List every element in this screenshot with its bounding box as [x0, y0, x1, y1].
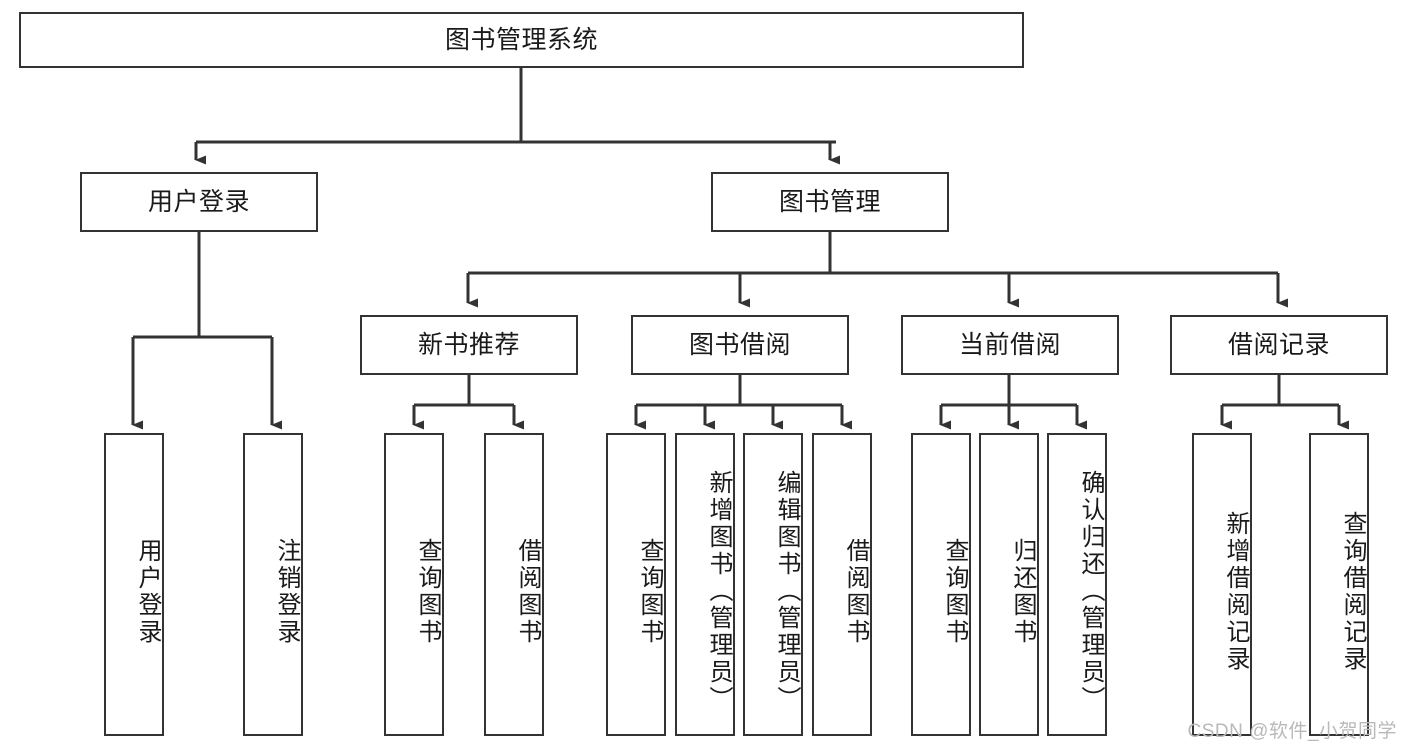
- node-leaf-edit-book[interactable]: 编辑图书（管理员）: [743, 433, 803, 736]
- node-current-borrow[interactable]: 当前借阅: [901, 315, 1119, 375]
- node-label: 图书借阅: [688, 331, 791, 359]
- node-leaf-user-login[interactable]: 用户登录: [104, 433, 164, 736]
- node-leaf-logout-login[interactable]: 注销登录: [243, 433, 303, 736]
- node-user-login[interactable]: 用户登录: [80, 172, 318, 232]
- node-label: 用户登录: [134, 537, 161, 646]
- node-leaf-add-record[interactable]: 新增借阅记录: [1192, 433, 1252, 736]
- node-leaf-borrow-books-2[interactable]: 借阅图书: [812, 433, 872, 736]
- node-label: 归还图书: [1009, 537, 1036, 646]
- node-label: 编辑图书（管理员）: [773, 470, 800, 713]
- node-leaf-return-book[interactable]: 归还图书: [979, 433, 1039, 736]
- node-label: 查询图书: [941, 537, 968, 646]
- node-label: 注销登录: [273, 537, 300, 646]
- node-label: 图书管理系统: [444, 26, 598, 54]
- node-leaf-query-books-1[interactable]: 查询图书: [384, 433, 444, 736]
- node-label: 用户登录: [147, 188, 250, 216]
- node-book-borrow[interactable]: 图书借阅: [631, 315, 849, 375]
- watermark-text: CSDN @软件_小贺同学: [1187, 721, 1397, 742]
- node-label: 借阅图书: [842, 537, 869, 646]
- node-leaf-borrow-books-1[interactable]: 借阅图书: [484, 433, 544, 736]
- node-leaf-query-record[interactable]: 查询借阅记录: [1309, 433, 1369, 736]
- node-label: 新增图书（管理员）: [705, 470, 732, 713]
- node-book-management-system[interactable]: 图书管理系统: [19, 12, 1024, 68]
- node-leaf-query-books-2[interactable]: 查询图书: [606, 433, 666, 736]
- node-label: 确认归还（管理员）: [1077, 470, 1104, 713]
- node-leaf-add-book[interactable]: 新增图书（管理员）: [675, 433, 735, 736]
- node-book-management[interactable]: 图书管理: [711, 172, 949, 232]
- node-leaf-confirm-return[interactable]: 确认归还（管理员）: [1047, 433, 1107, 736]
- node-label: 图书管理: [778, 188, 881, 216]
- node-label: 查询借阅记录: [1339, 510, 1366, 673]
- node-label: 借阅记录: [1227, 331, 1330, 359]
- node-label: 新书推荐: [417, 331, 520, 359]
- node-leaf-query-books-3[interactable]: 查询图书: [911, 433, 971, 736]
- node-borrow-record[interactable]: 借阅记录: [1170, 315, 1388, 375]
- node-label: 查询图书: [414, 537, 441, 646]
- node-label: 借阅图书: [514, 537, 541, 646]
- node-label: 查询图书: [636, 537, 663, 646]
- node-new-book-recommend[interactable]: 新书推荐: [360, 315, 578, 375]
- node-label: 新增借阅记录: [1222, 510, 1249, 673]
- node-label: 当前借阅: [958, 331, 1061, 359]
